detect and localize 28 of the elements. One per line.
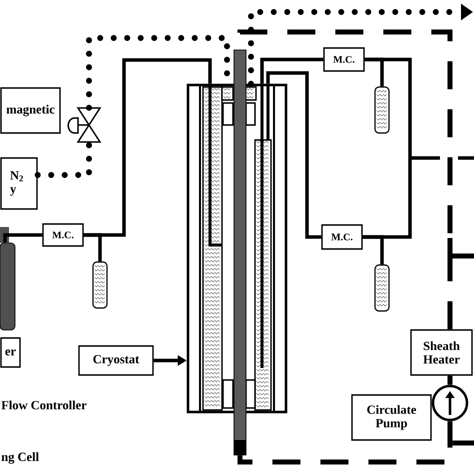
pipe-line (266, 71, 322, 239)
dashed-line (238, 421, 452, 464)
label-box: M.C. (323, 47, 365, 72)
label-box: Circulate Pump (351, 394, 432, 441)
label-box: magnetic (0, 87, 61, 134)
label-box: M.C. (321, 224, 363, 250)
label-box: N$_{2}$ y (0, 157, 38, 210)
label-box: er (0, 337, 21, 368)
hatched-cylinder (374, 264, 390, 312)
valve-symbol (68, 107, 102, 143)
rod (234, 50, 246, 456)
pipe-line (84, 233, 102, 262)
gas-cylinder (0, 227, 16, 330)
pipe-line (3, 233, 42, 243)
dashed-line (238, 30, 452, 330)
text-label: ng Cell (2, 452, 39, 464)
dotted-line (86, 35, 230, 111)
pump-symbol (432, 384, 468, 422)
pipe-line (448, 376, 452, 385)
text-label: Flow Controller (1, 400, 86, 410)
hatched-cylinder (92, 261, 108, 309)
pipe-line (362, 235, 384, 264)
pipe-line (364, 58, 384, 86)
label-box: Sheath Heater (410, 329, 473, 376)
label-box: M.C. (42, 223, 84, 247)
pipe-line (260, 58, 324, 84)
label-box: Cryostat (78, 345, 154, 376)
hatched-cylinder (374, 86, 390, 134)
